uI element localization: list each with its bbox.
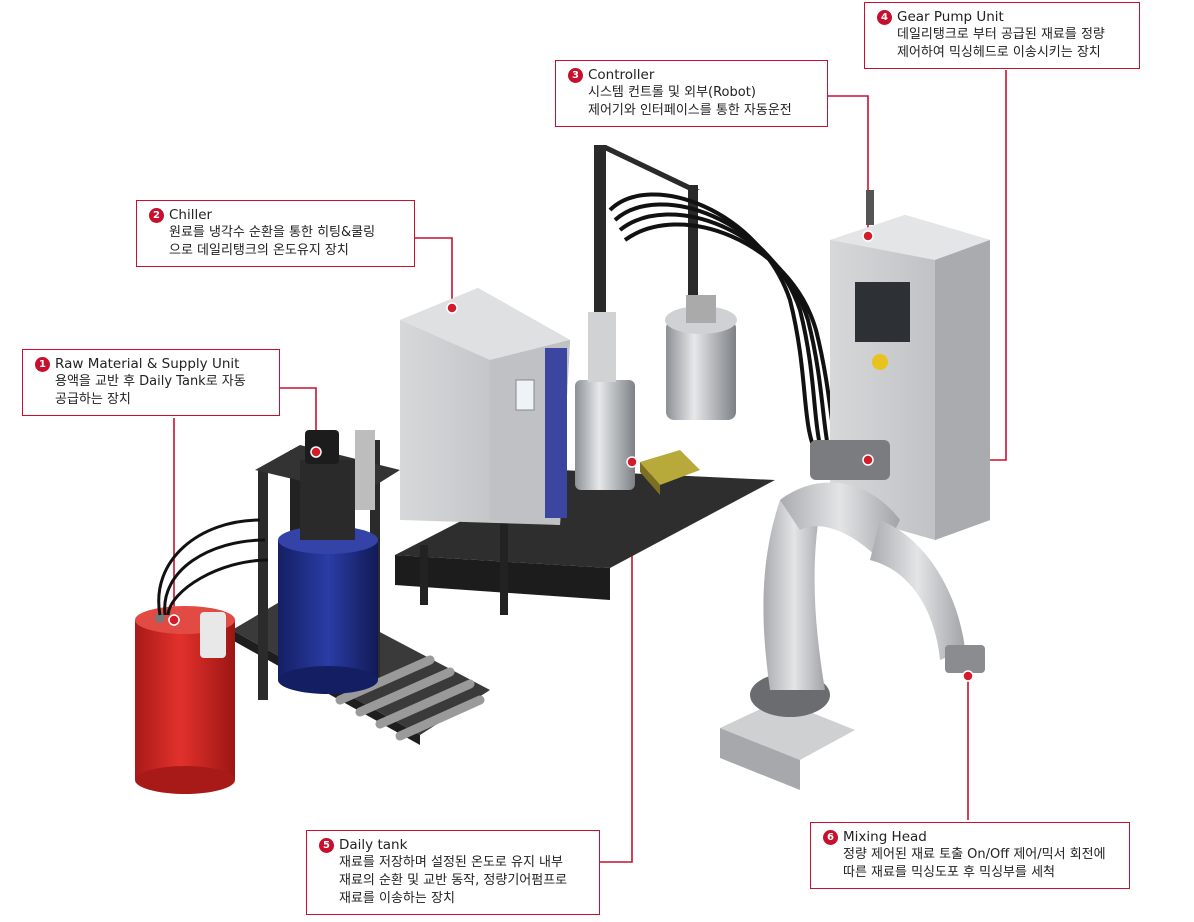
hoses-left — [157, 518, 269, 616]
number-badge: 6 — [823, 830, 838, 845]
callout-desc-line: 제어하여 믹싱헤드로 이송시키는 장치 — [897, 45, 1101, 60]
number-badge: 4 — [877, 10, 892, 25]
gear-pump — [640, 450, 700, 495]
callout-desc-line: 용액을 교반 후 Daily Tank로 자동 — [55, 374, 246, 389]
callout-desc-line: 재료의 순환 및 교반 동작, 정량기어펌프로 — [339, 873, 568, 888]
callout-raw-material: 1 Raw Material & Supply Unit 용액을 교반 후 Dai… — [22, 349, 280, 416]
callout-desc-line: 원료를 냉각수 순환을 통한 히팅&쿨링 — [169, 225, 376, 240]
blue-drum — [278, 430, 378, 694]
red-drum — [135, 606, 235, 794]
number-badge: 1 — [35, 357, 50, 372]
callout-desc-line: 따른 재료를 믹싱도포 후 믹싱부를 세척 — [843, 865, 1056, 880]
robot-arm — [720, 440, 985, 790]
callout-title: Raw Material & Supply Unit — [55, 356, 240, 372]
number-badge: 5 — [319, 838, 334, 853]
callout-controller: 3 Controller 시스템 컨트롤 및 외부(Robot) 제어기와 인터페이… — [555, 60, 828, 127]
callout-desc-line: 시스템 컨트롤 및 외부(Robot) — [588, 85, 756, 100]
number-badge: 3 — [568, 68, 583, 83]
callout-desc-line: 공급하는 장치 — [55, 392, 131, 407]
callout-desc-line: 정량 제어된 재료 토출 On/Off 제어/믹서 회전에 — [843, 847, 1106, 862]
chiller-cabinet — [400, 288, 570, 525]
callout-mixing-head: 6 Mixing Head 정량 제어된 재료 토출 On/Off 제어/믹서 회… — [810, 822, 1130, 889]
callout-desc-line: 재료를 이송하는 장치 — [339, 891, 455, 906]
callout-desc-line: 으로 데일리탱크의 온도유지 장치 — [169, 243, 349, 258]
main-base — [395, 470, 775, 615]
callout-desc-line: 제어기와 인터페이스를 통한 자동운전 — [588, 103, 792, 118]
callout-title: Gear Pump Unit — [897, 9, 1004, 25]
daily-tanks — [575, 295, 737, 490]
number-badge: 2 — [149, 208, 164, 223]
callout-desc-line: 데일리탱크로 부터 공급된 재료를 정량 — [897, 27, 1105, 42]
callout-title: Controller — [588, 67, 655, 83]
marker-dots — [168, 230, 974, 682]
callout-desc-line: 재료를 저장하며 설정된 온도로 유지 내부 — [339, 855, 563, 870]
callout-title: Chiller — [169, 207, 213, 223]
callout-title: Mixing Head — [843, 829, 927, 845]
callout-title: Daily tank — [339, 837, 408, 853]
